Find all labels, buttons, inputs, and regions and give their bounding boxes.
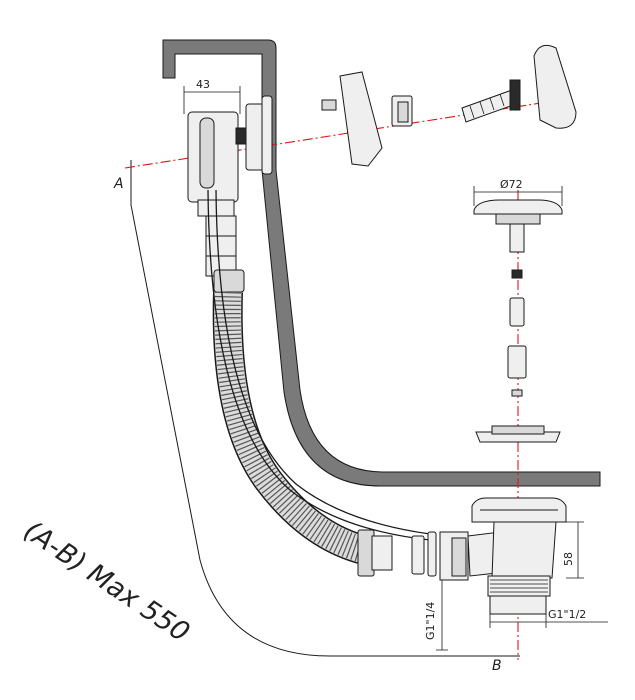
dimension-waste-thread: G1"1/2 bbox=[489, 608, 608, 628]
dimension-43-label: 43 bbox=[196, 78, 210, 91]
dimension-58-label: 58 bbox=[562, 552, 575, 566]
dimension-o72-label: Ø72 bbox=[500, 178, 523, 191]
dimension-g114-label: G1"1/4 bbox=[424, 602, 437, 640]
waste-plug-parts bbox=[473, 199, 563, 443]
overflow-head bbox=[187, 95, 273, 293]
hose-connector bbox=[357, 529, 437, 577]
waste-body bbox=[439, 497, 567, 615]
overflow-hardware-exploded bbox=[321, 44, 577, 167]
control-cable bbox=[207, 189, 431, 541]
dimension-plug-diameter: Ø72 bbox=[473, 178, 563, 206]
point-a-label: A bbox=[113, 176, 124, 192]
ab-range-note: (A-B) Max 550 bbox=[18, 515, 195, 648]
dimension-outlet-thread: G1"1/4 bbox=[424, 580, 448, 651]
overflow-hose bbox=[212, 291, 369, 565]
dimension-waste-height: 58 bbox=[562, 521, 584, 579]
dimension-g112-label: G1"1/2 bbox=[548, 608, 586, 621]
point-b-label: B bbox=[492, 658, 502, 674]
ab-guide-line bbox=[130, 160, 520, 657]
dimension-overflow-width: 43 bbox=[183, 78, 241, 114]
